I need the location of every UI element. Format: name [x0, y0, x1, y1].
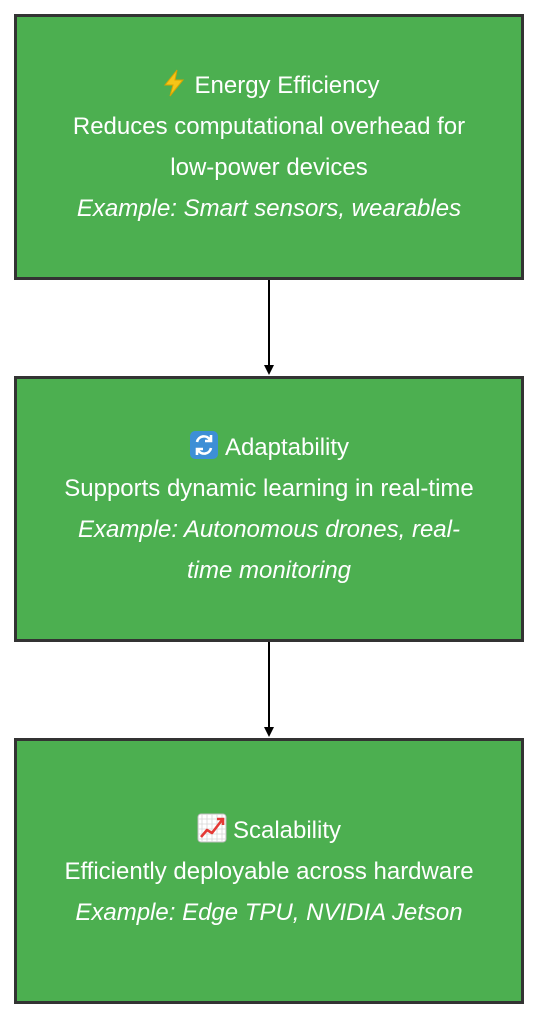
chart-increasing-icon — [197, 813, 227, 842]
lightning-icon — [163, 69, 184, 97]
node-title-text: Adaptability — [224, 434, 350, 461]
node-example: Example: Smart sensors, wearables — [76, 195, 462, 222]
node-scalability: Scalability Efficiently deployable acros… — [14, 738, 524, 1004]
node-example: Example: Edge TPU, NVIDIA Jetson — [75, 898, 463, 926]
node-title-text: Energy Efficiency — [194, 72, 380, 99]
node-title: Energy Efficiency — [159, 65, 380, 106]
node-energy-efficiency: Energy Efficiency Reduces computational … — [14, 14, 524, 280]
node-example: Example: Autonomous drones, real-time mo… — [78, 516, 460, 584]
node-description: Efficiently deployable across hardware — [64, 857, 474, 885]
cycle-arrows-icon — [189, 431, 218, 459]
node-adaptability: Adaptability Supports dynamic learning i… — [14, 376, 524, 642]
node-title: Adaptability — [189, 427, 349, 468]
node-title: Scalability — [197, 810, 341, 851]
node-title-text: Scalability — [232, 816, 342, 844]
node-description: Reduces computational overhead for low-p… — [72, 113, 466, 181]
node-description: Supports dynamic learning in real-time — [64, 475, 474, 502]
